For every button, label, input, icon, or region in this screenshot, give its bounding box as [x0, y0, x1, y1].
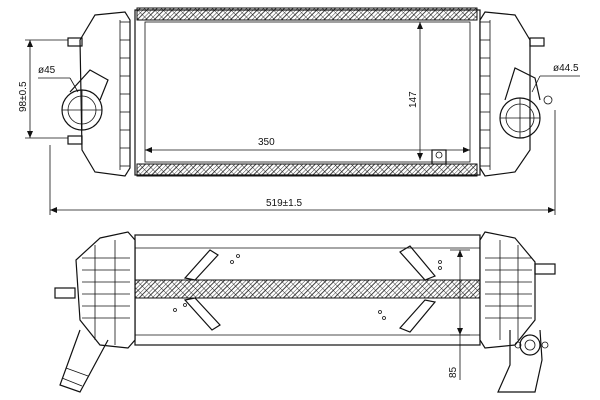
bracket-right-lower [398, 299, 437, 333]
dim-overall-length: 519±1.5 [49, 110, 556, 215]
dim-right-diameter-text: ø44.5 [553, 63, 579, 74]
left-tank-top-ribs [82, 240, 130, 345]
bracket-left-upper [183, 249, 219, 281]
dim-right-diameter: ø44.5 [531, 63, 580, 93]
left-tank-top [75, 231, 136, 349]
left-tank-front [79, 11, 131, 177]
dim-core-depth: 85 [448, 249, 470, 380]
left-bottom-pin [67, 135, 83, 145]
left-tank-ribs [119, 20, 130, 170]
left-top-view-pin [54, 287, 76, 299]
front-view: 98±0.5 ø45 ø44.5 147 350 [18, 7, 580, 215]
right-top-view-pin [534, 263, 556, 275]
dim-left-diameter-text: ø45 [38, 65, 56, 76]
left-angled-pipe [59, 329, 109, 393]
dim-overall-length-text: 519±1.5 [266, 198, 303, 209]
right-pipe-top [497, 329, 543, 393]
top-view: 85 [54, 231, 556, 393]
right-top-pin [529, 37, 545, 47]
dim-core-width: 350 [145, 137, 470, 153]
bottom-side-plate-cross [136, 163, 478, 177]
bracket-right-upper [399, 245, 436, 281]
dim-core-height: 147 [408, 22, 423, 160]
core-inner-front [144, 21, 471, 163]
dim-core-height-text: 147 [408, 91, 419, 108]
top-side-plate-cross [136, 7, 478, 21]
right-tank-ribs [480, 20, 491, 170]
dim-left-diameter: ø45 [38, 65, 79, 93]
bolt-dots [173, 254, 442, 320]
left-inlet-pipe [61, 69, 109, 131]
right-flange [514, 334, 549, 356]
dim-pipe-offset-text: 98±0.5 [18, 81, 29, 112]
right-tank-top [479, 231, 536, 349]
left-top-pin [67, 37, 83, 47]
right-tank-front [479, 11, 531, 177]
right-outlet-pipe [499, 67, 553, 139]
dim-pipe-offset: 98±0.5 [18, 39, 68, 139]
bracket-left-lower [183, 297, 221, 331]
right-tank-top-ribs [485, 240, 532, 340]
dim-core-depth-text: 85 [448, 366, 459, 378]
dim-core-width-text: 350 [258, 137, 275, 148]
